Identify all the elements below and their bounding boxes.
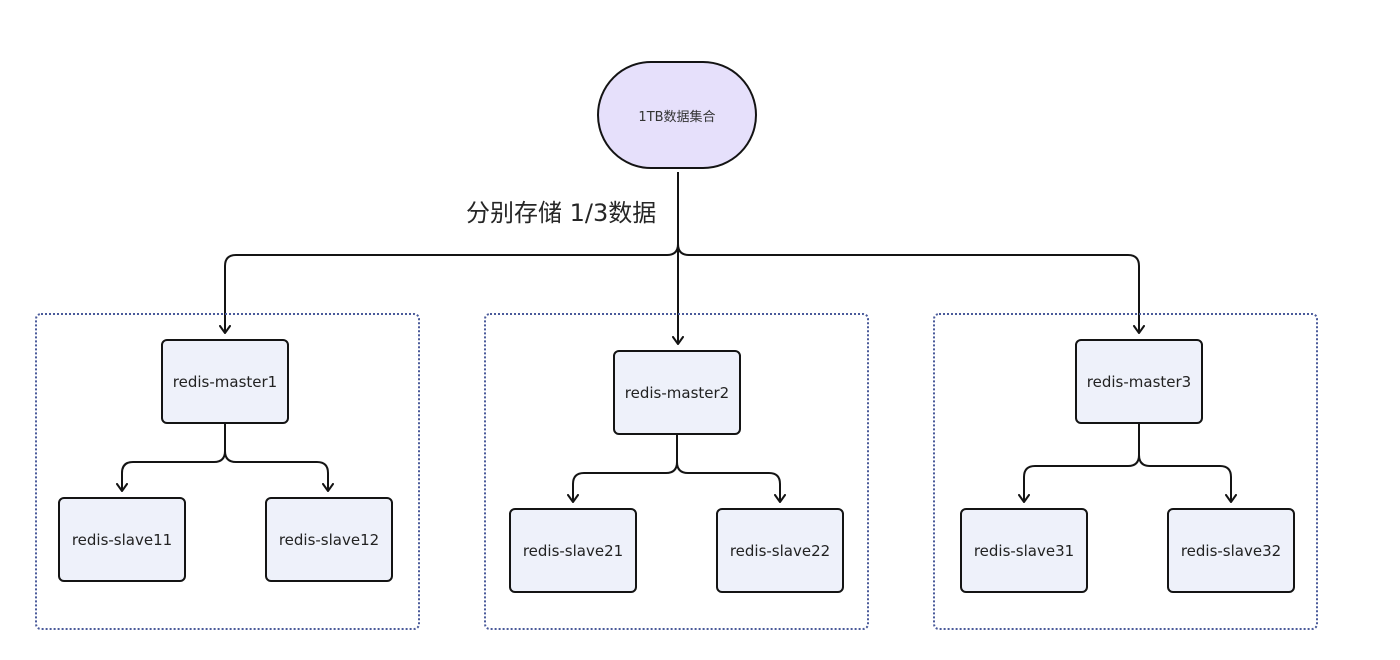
- cluster-group-2: [484, 313, 869, 630]
- slave-node-label: redis-slave32: [1180, 541, 1282, 560]
- master-node-label: redis-master1: [172, 372, 278, 391]
- cluster-group-3: [933, 313, 1318, 630]
- slave-node-32[interactable]: redis-slave32: [1167, 508, 1295, 593]
- master-node-1[interactable]: redis-master1: [161, 339, 289, 424]
- edge-label: 分别存储 1/3数据: [466, 199, 657, 227]
- slave-node-21[interactable]: redis-slave21: [509, 508, 637, 593]
- slave-node-11[interactable]: redis-slave11: [58, 497, 186, 582]
- cluster-group-1: [35, 313, 420, 630]
- master-node-label: redis-master2: [624, 383, 730, 402]
- master-node-label: redis-master3: [1086, 372, 1192, 391]
- slave-node-12[interactable]: redis-slave12: [265, 497, 393, 582]
- slave-node-22[interactable]: redis-slave22: [716, 508, 844, 593]
- slave-node-label: redis-slave12: [278, 530, 380, 549]
- master-node-3[interactable]: redis-master3: [1075, 339, 1203, 424]
- master-node-2[interactable]: redis-master2: [613, 350, 741, 435]
- slave-node-label: redis-slave22: [729, 541, 831, 560]
- root-node[interactable]: 1TB数据集合: [597, 61, 757, 169]
- slave-node-label: redis-slave31: [973, 541, 1075, 560]
- slave-node-label: redis-slave11: [71, 530, 173, 549]
- slave-node-31[interactable]: redis-slave31: [960, 508, 1088, 593]
- root-node-label: 1TB数据集合: [638, 109, 716, 125]
- slave-node-label: redis-slave21: [522, 541, 624, 560]
